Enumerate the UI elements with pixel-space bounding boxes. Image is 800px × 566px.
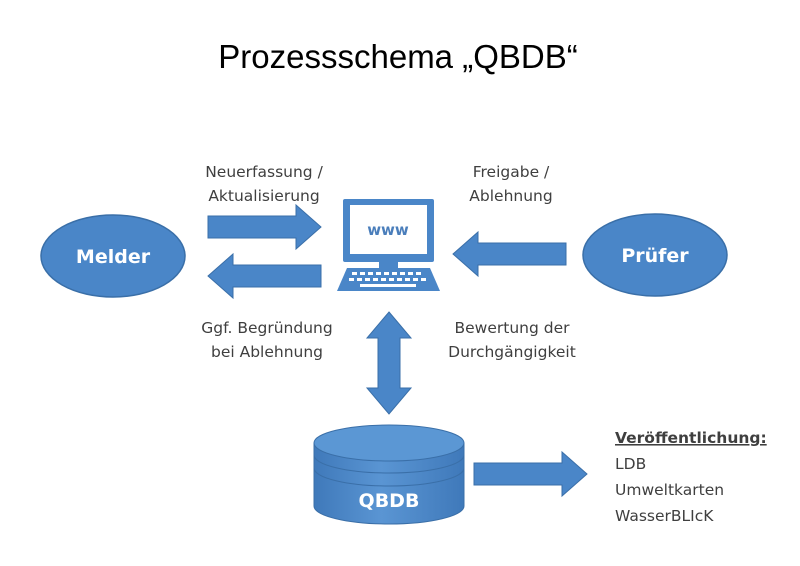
arrow-left-right-side [452, 230, 567, 278]
caption-top-right-line2: Ablehnung [469, 187, 552, 205]
pruefer-label: Prüfer [621, 245, 689, 267]
caption-bottom-left-line1: Ggf. Begründung [201, 319, 332, 337]
page-title: Prozessschema „QBDB“ [218, 38, 577, 75]
database-label: QBDB [359, 490, 420, 512]
melder-node: Melder [40, 214, 186, 298]
database-node: QBDB [313, 424, 465, 525]
caption-bottom-right-line1: Bewertung der [455, 319, 571, 337]
arrow-right-publication [473, 450, 588, 498]
arrow-double-vertical [365, 311, 413, 415]
caption-bottom-right-line2: Durchgängigkeit [448, 343, 576, 361]
computer-screen-label: www [367, 221, 409, 239]
publication-heading: Veröffentlichung: [615, 429, 767, 447]
publication-item-wasserblick: WasserBLIcK [615, 507, 714, 525]
arrow-right-top-left [207, 203, 322, 251]
caption-top-left-line1: Neuerfassung / [205, 163, 323, 181]
arrow-left-bottom-left [207, 252, 322, 300]
melder-label: Melder [76, 246, 151, 268]
pruefer-node: Prüfer [582, 213, 728, 297]
computer-icon: www [337, 199, 440, 291]
publication-item-umweltkarten: Umweltkarten [615, 481, 724, 499]
caption-bottom-left-line2: bei Ablehnung [211, 343, 323, 361]
publication-item-ldb: LDB [615, 455, 646, 473]
publication-block: Veröffentlichung: LDB Umweltkarten Wasse… [615, 429, 767, 525]
caption-top-left-line2: Aktualisierung [208, 187, 319, 205]
caption-top-right-line1: Freigabe / [473, 163, 550, 181]
